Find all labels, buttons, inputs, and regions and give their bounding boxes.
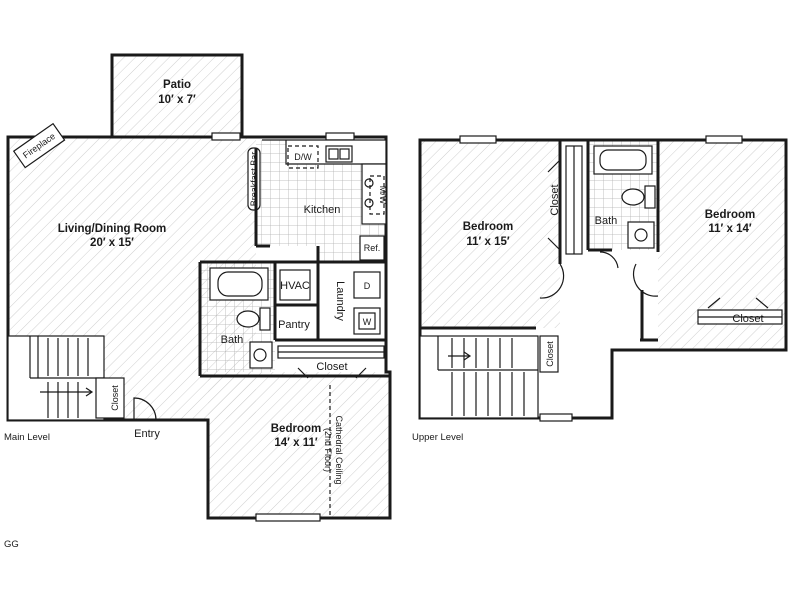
entry-door[interactable] (133, 397, 157, 421)
patio-floor (112, 55, 242, 137)
window (325, 132, 355, 141)
main-level-caption: Main Level (4, 432, 50, 443)
bath-main-label: Bath (221, 334, 244, 346)
microwave-label: M/W (378, 186, 388, 205)
patio-name: Patio (163, 79, 191, 91)
upper-bedroom-left-size: 11′ x 15′ (466, 236, 509, 248)
bedroom-main-name: Bedroom (271, 423, 321, 435)
patio-size: 10′ x 7′ (158, 94, 196, 106)
hvac-unit (279, 269, 311, 301)
burner (364, 178, 374, 188)
upper-bath-label: Bath (595, 215, 618, 227)
living-room-size: 20′ x 15′ (90, 237, 134, 249)
refrigerator-label: Ref. (364, 243, 381, 253)
utility-walls (275, 262, 386, 342)
upper-level-caption: Upper Level (412, 432, 463, 443)
upper-door[interactable] (599, 251, 619, 269)
dishwasher-outline (287, 145, 319, 169)
stair-closet-label: Closet (110, 385, 120, 411)
cathedral-note-1: Cathedral Ceiling (334, 415, 344, 484)
dishwasher-label: D/W (294, 152, 312, 162)
refrigerator (359, 235, 385, 261)
plan-code: GG (4, 539, 19, 550)
upper-stair-closet-label: Closet (545, 341, 555, 367)
window (211, 132, 241, 141)
main-level: Fireplace Breakfast Bar D/W M/W Ref. Kit… (4, 53, 392, 522)
hvac-label: HVAC (280, 280, 310, 292)
living-room-name: Living/Dining Room (58, 223, 167, 235)
stairs-upper (419, 335, 559, 419)
upper-toilet-bowl (621, 188, 645, 206)
window (459, 135, 497, 144)
upper-closet-left-label: Closet (549, 184, 561, 215)
laundry-label: Laundry (334, 281, 346, 321)
kitchen-sink (325, 145, 353, 163)
stairs-main (7, 335, 125, 421)
upper-door[interactable] (539, 263, 565, 299)
window (539, 413, 573, 422)
bedroom-main-size: 14′ x 11′ (274, 437, 317, 449)
upper-bedroom-left-floor (420, 140, 560, 328)
sink (253, 348, 267, 362)
dryer-label: D (364, 281, 371, 291)
burner (364, 198, 374, 208)
microwave-outline (369, 175, 385, 215)
window (705, 135, 743, 144)
upper-vanity (627, 221, 655, 249)
vanity (249, 341, 273, 369)
bath-walls (198, 260, 386, 378)
toilet-tank (259, 307, 271, 331)
pantry-label: Pantry (278, 319, 310, 331)
range-counter (361, 163, 387, 225)
breakfast-bar-label: Breakfast Bar (249, 152, 259, 207)
kitchen-walls (254, 148, 320, 262)
upper-bedroom-right-name: Bedroom (705, 209, 755, 221)
washer-label: W (363, 317, 372, 327)
washer (353, 307, 381, 335)
bathtub (209, 267, 269, 301)
window (255, 513, 321, 522)
upper-closet-right-label: Closet (732, 313, 763, 325)
entry-label: Entry (134, 428, 160, 440)
kitchen-label: Kitchen (304, 204, 341, 216)
bedroom-main-floor (208, 372, 390, 518)
upper-bedroom-left-name: Bedroom (463, 221, 513, 233)
upper-bedroom-right-size: 11′ x 14′ (708, 223, 751, 235)
upper-level: Closet Bath Closet Closet Bedroom 11′ x … (412, 135, 788, 443)
bedroom-closet-label: Closet (316, 361, 347, 373)
upper-interior-walls (420, 140, 660, 342)
kitchen-floor (256, 140, 386, 262)
upper-toilet-tank (644, 185, 656, 209)
upper-door[interactable] (632, 263, 659, 297)
toilet-bowl (236, 310, 260, 328)
dryer (353, 271, 381, 299)
cathedral-note-2: (2nd Floor) (323, 428, 333, 472)
